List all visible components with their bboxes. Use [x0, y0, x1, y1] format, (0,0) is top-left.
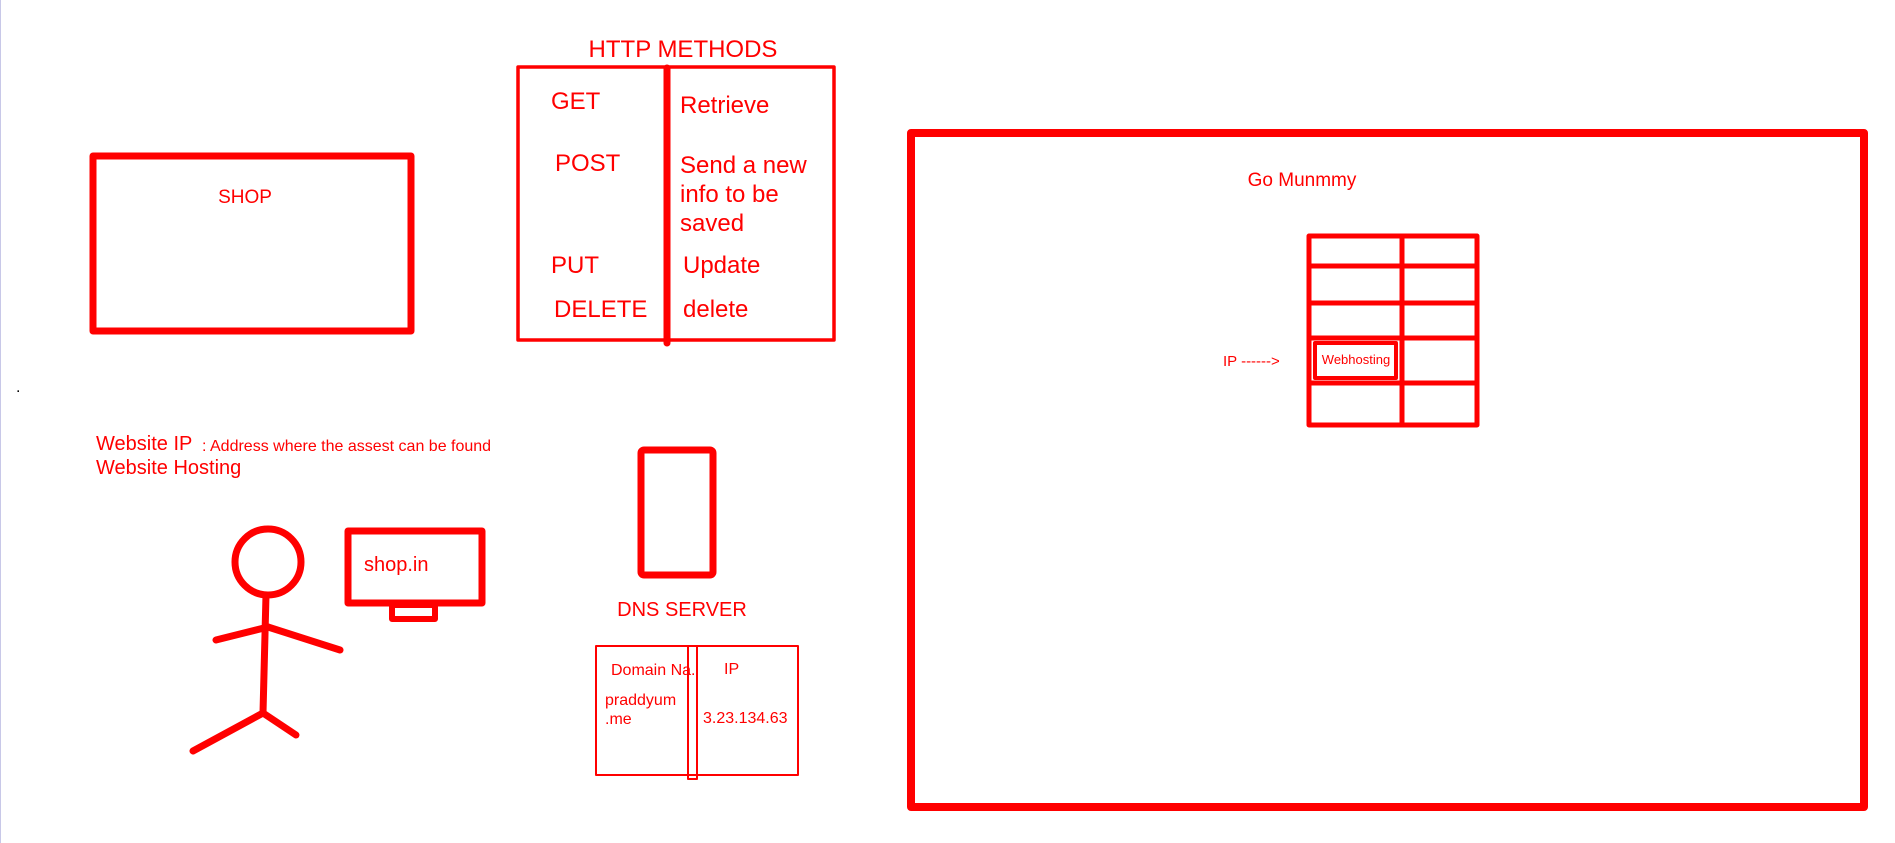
- monitor-stand: [389, 602, 438, 622]
- shop-box: [89, 152, 415, 335]
- method-post-description-line-3: saved: [680, 210, 744, 237]
- method-put-description: Update: [683, 252, 760, 279]
- user-right-arm: [264, 623, 344, 654]
- webhosting-cell-highlight: [1313, 341, 1398, 380]
- canvas-left-border: [0, 0, 1, 843]
- dns-server: DNS SERVER Domain Na. IP praddyum .me 3.…: [595, 446, 799, 780]
- http-methods-title: HTTP METHODS: [589, 36, 778, 63]
- method-get: GET: [551, 88, 601, 115]
- website-notes: Website IP : Address where the assest ca…: [96, 433, 491, 479]
- dns-table-ip-value: 3.23.134.63: [703, 710, 788, 727]
- website-ip-description: : Address where the assest can be found: [202, 438, 491, 455]
- hosting-provider: Go Munmmy Webhosting IP ------>: [907, 129, 1868, 811]
- monitor: shop.in: [344, 527, 486, 622]
- dns-server-box: [637, 446, 717, 579]
- ip-arrow-label: IP ------>: [1223, 353, 1280, 370]
- user-body: [259, 591, 270, 717]
- hosting-provider-name: Go Munmmy: [1248, 170, 1357, 191]
- shop-label: SHOP: [218, 187, 272, 208]
- method-post-description-line-2: info to be: [680, 181, 779, 208]
- dns-table-domain-line-2: .me: [605, 711, 632, 728]
- method-post-description-line-1: Send a new: [680, 152, 807, 179]
- user-head: [231, 525, 305, 599]
- user-right-leg: [259, 709, 300, 739]
- webhosting-cell-label: Webhosting: [1322, 352, 1390, 367]
- method-get-description: Retrieve: [680, 92, 769, 119]
- dns-table-header-domain: Domain Na.: [611, 662, 695, 679]
- method-put: PUT: [551, 252, 599, 279]
- shop-node: SHOP: [89, 152, 415, 335]
- dns-table: Domain Na. IP praddyum .me 3.23.134.63: [595, 645, 799, 780]
- user-left-arm: [212, 623, 272, 644]
- user-left-leg: [189, 709, 267, 755]
- dns-table-header-ip: IP: [724, 661, 739, 678]
- hosting-server-grid: [1306, 233, 1480, 428]
- hosting-provider-box: [907, 129, 1868, 811]
- http-methods-border: [516, 65, 836, 342]
- method-delete: DELETE: [554, 296, 647, 323]
- dns-table-domain-line-1: praddyum: [605, 692, 676, 709]
- method-delete-description: delete: [683, 296, 748, 323]
- website-ip-label: Website IP: [96, 433, 192, 455]
- user-stick-figure: [189, 525, 344, 755]
- dns-table-divider: [687, 645, 698, 780]
- website-hosting-label: Website Hosting: [96, 457, 241, 479]
- server-grid-frame: [1306, 233, 1480, 428]
- dns-server-label: DNS SERVER: [617, 599, 747, 621]
- http-methods-table: HTTP METHODS GET Retrieve POST Send a ne…: [516, 36, 836, 347]
- stray-dot: .: [16, 379, 20, 396]
- monitor-screen-text: shop.in: [364, 554, 429, 576]
- method-post: POST: [555, 150, 621, 177]
